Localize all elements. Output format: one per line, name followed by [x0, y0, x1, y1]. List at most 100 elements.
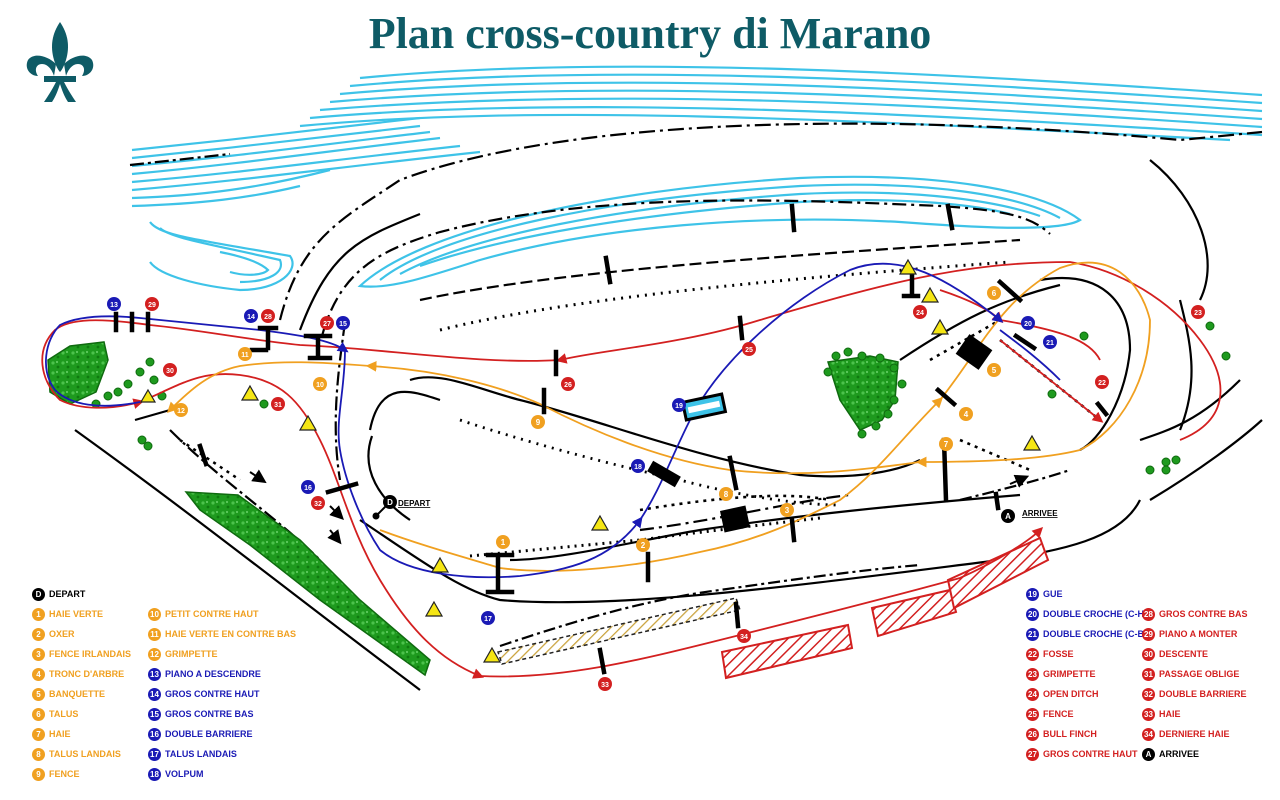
legend-label: DESCENTE: [1159, 649, 1209, 659]
obstacle-marker-number: 6: [992, 289, 997, 298]
legend-label: DEPART: [49, 589, 86, 599]
obstacle-marker-29: 29: [145, 297, 159, 311]
obstacle-marker-circle: [1191, 305, 1205, 319]
obstacle-marker-number: 3: [785, 506, 790, 515]
legend-label: PASSAGE OBLIGE: [1159, 669, 1240, 679]
river: [131, 65, 1263, 292]
obstacle-marker-19: 19: [672, 398, 686, 412]
legend-label: ARRIVEE: [1159, 749, 1200, 759]
obstacle-marker-18: 18: [631, 459, 645, 473]
obstacle-marker-number: 4: [964, 410, 969, 419]
obstacle-marker-circle: [780, 503, 794, 517]
obstacle-marker-circle: [939, 437, 953, 451]
legend-label: GROS CONTRE BAS: [165, 709, 254, 719]
legend-label: BULL FINCH: [1043, 729, 1097, 739]
obstacle-marker-23: 23: [1191, 305, 1205, 319]
legend-item: 10 PETIT CONTRE HAUT: [148, 604, 296, 624]
route-red: [41, 261, 1222, 679]
water-jump: [680, 392, 728, 422]
legend-number-badge: 12: [148, 647, 161, 661]
finish-marker: A ARRIVEE: [1001, 509, 1058, 523]
obstacle-marker-number: 28: [264, 314, 272, 321]
legend-label: GRIMPETTE: [1043, 669, 1096, 679]
legend-number-badge: 24: [1026, 687, 1039, 701]
obstacle-marker-26: 26: [561, 377, 575, 391]
obstacle-marker-circle: [271, 397, 285, 411]
obstacle-marker-14: 14: [244, 309, 258, 323]
obstacle-marker-4: 4: [959, 407, 973, 421]
obstacle-marker-number: 31: [274, 402, 282, 409]
obstacle-marker-1: 1: [496, 535, 510, 549]
legend-label: TALUS: [49, 709, 79, 719]
legend-number-badge: 23: [1026, 667, 1039, 681]
obstacle-marker-circle: [561, 377, 575, 391]
legend-label: FENCE: [1043, 709, 1074, 719]
obstacle-marker-number: 19: [675, 403, 683, 410]
obstacle-marker-3: 3: [780, 503, 794, 517]
woods: [47, 341, 899, 677]
obstacle-marker-number: 8: [724, 490, 729, 499]
legend-number-badge: 4: [32, 667, 45, 681]
legend-label: DOUBLE BARRIERE: [165, 729, 253, 739]
legend-label: PETIT CONTRE HAUT: [165, 609, 259, 619]
obstacle-marker-number: 20: [1024, 321, 1032, 328]
route-blue: [45, 262, 1061, 579]
legend-label: HAIE: [49, 729, 71, 739]
obstacle-marker-circle: [320, 316, 334, 330]
obstacle-marker-circle: [1043, 335, 1057, 349]
obstacle-marker-circle: [311, 496, 325, 510]
legend-item: 23 GRIMPETTE: [1026, 664, 1147, 684]
obstacle-marker-number: 13: [110, 302, 118, 309]
legend-item: 26 BULL FINCH: [1026, 724, 1147, 744]
legend-label: TALUS LANDAIS: [49, 749, 121, 759]
obstacle-marker-circle: [959, 407, 973, 421]
legend-number-badge: 26: [1026, 727, 1039, 741]
obstacle-marker-27: 27: [320, 316, 334, 330]
obstacle-marker-circle: [987, 363, 1001, 377]
obstacle-marker-number: 21: [1046, 340, 1054, 347]
legend-number-badge: 10: [148, 607, 161, 621]
jump-bars: [113, 203, 1110, 675]
legend-number-badge: 15: [148, 707, 161, 721]
obstacle-marker-number: 16: [304, 485, 312, 492]
start-label: DEPART: [398, 499, 430, 508]
legend-number-badge: 28: [1142, 607, 1155, 621]
obstacle-marker-circle: [261, 309, 275, 323]
legend-number-badge: D: [32, 587, 45, 601]
obstacle-marker-number: 22: [1098, 380, 1106, 387]
legend-number-badge: 32: [1142, 687, 1155, 701]
obstacle-marker-22: 22: [1095, 375, 1109, 389]
obstacle-marker-31: 31: [271, 397, 285, 411]
obstacle-marker-15: 15: [336, 316, 350, 330]
obstacle-marker-number: 14: [247, 314, 255, 321]
legend-number-badge: 11: [148, 627, 161, 641]
legend-number-badge: 22: [1026, 647, 1039, 661]
obstacle-marker-number: 30: [166, 368, 174, 375]
legend-label: FENCE: [49, 769, 80, 779]
obstacle-marker-circle: [145, 297, 159, 311]
obstacle-marker-number: 1: [501, 538, 506, 547]
legend-number-badge: 17: [148, 747, 161, 761]
legend-label: HAIE: [1159, 709, 1181, 719]
legend-number-badge: 30: [1142, 647, 1155, 661]
legend-label: GROS CONTRE BAS: [1159, 609, 1248, 619]
obstacle-marker-11: 11: [238, 347, 252, 361]
obstacle-marker-number: 34: [740, 634, 748, 641]
obstacle-marker-circle: [481, 611, 495, 625]
obstacle-marker-number: 33: [601, 682, 609, 689]
legend-label: FOSSE: [1043, 649, 1074, 659]
obstacle-marker-circle: [913, 305, 927, 319]
obstacle-marker-16: 16: [301, 480, 315, 494]
